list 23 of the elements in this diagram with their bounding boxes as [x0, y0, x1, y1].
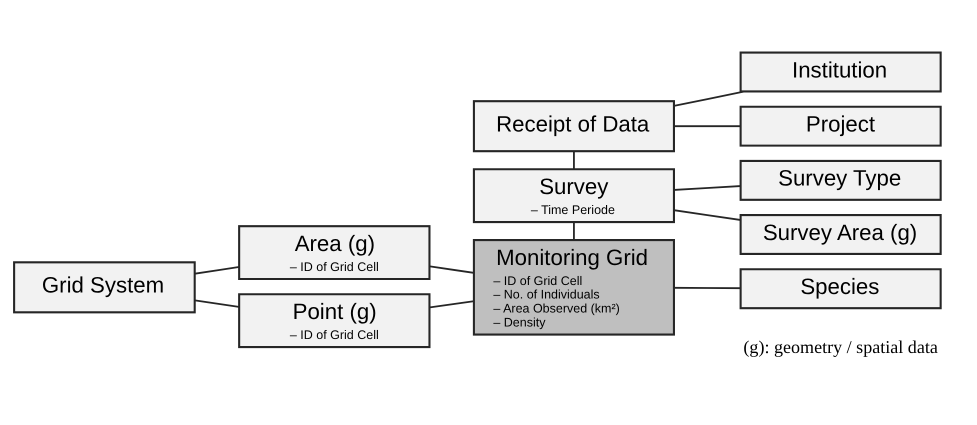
node-box: Survey – Time Periode [472, 168, 675, 223]
node-box: Monitoring Grid – ID of Grid Cell – No. of Individuals – Area Observed (km²) – Density [472, 238, 675, 336]
connector [674, 208, 740, 220]
node-box: Species [740, 268, 942, 309]
connector [430, 300, 474, 308]
node-box: Receipt of Data [472, 100, 675, 152]
connector [573, 222, 575, 240]
connector [674, 184, 740, 190]
node-box: Area (g) – ID of Grid Cell [238, 224, 430, 280]
connector [573, 151, 575, 169]
node-box: Institution [740, 51, 942, 92]
node-box: Project [740, 105, 942, 146]
node-box: Survey Type [740, 159, 942, 200]
node-box: Survey Area (g) [740, 214, 942, 255]
connector [194, 266, 239, 274]
connector [674, 90, 744, 106]
connector [430, 265, 474, 274]
node-box: Grid System [13, 260, 196, 313]
connector [674, 286, 740, 289]
label: (g): geometry / spatial data [743, 336, 938, 357]
node-box: Point (g) – ID of Grid Cell [238, 292, 430, 348]
connector [194, 299, 239, 308]
connector [674, 124, 740, 127]
